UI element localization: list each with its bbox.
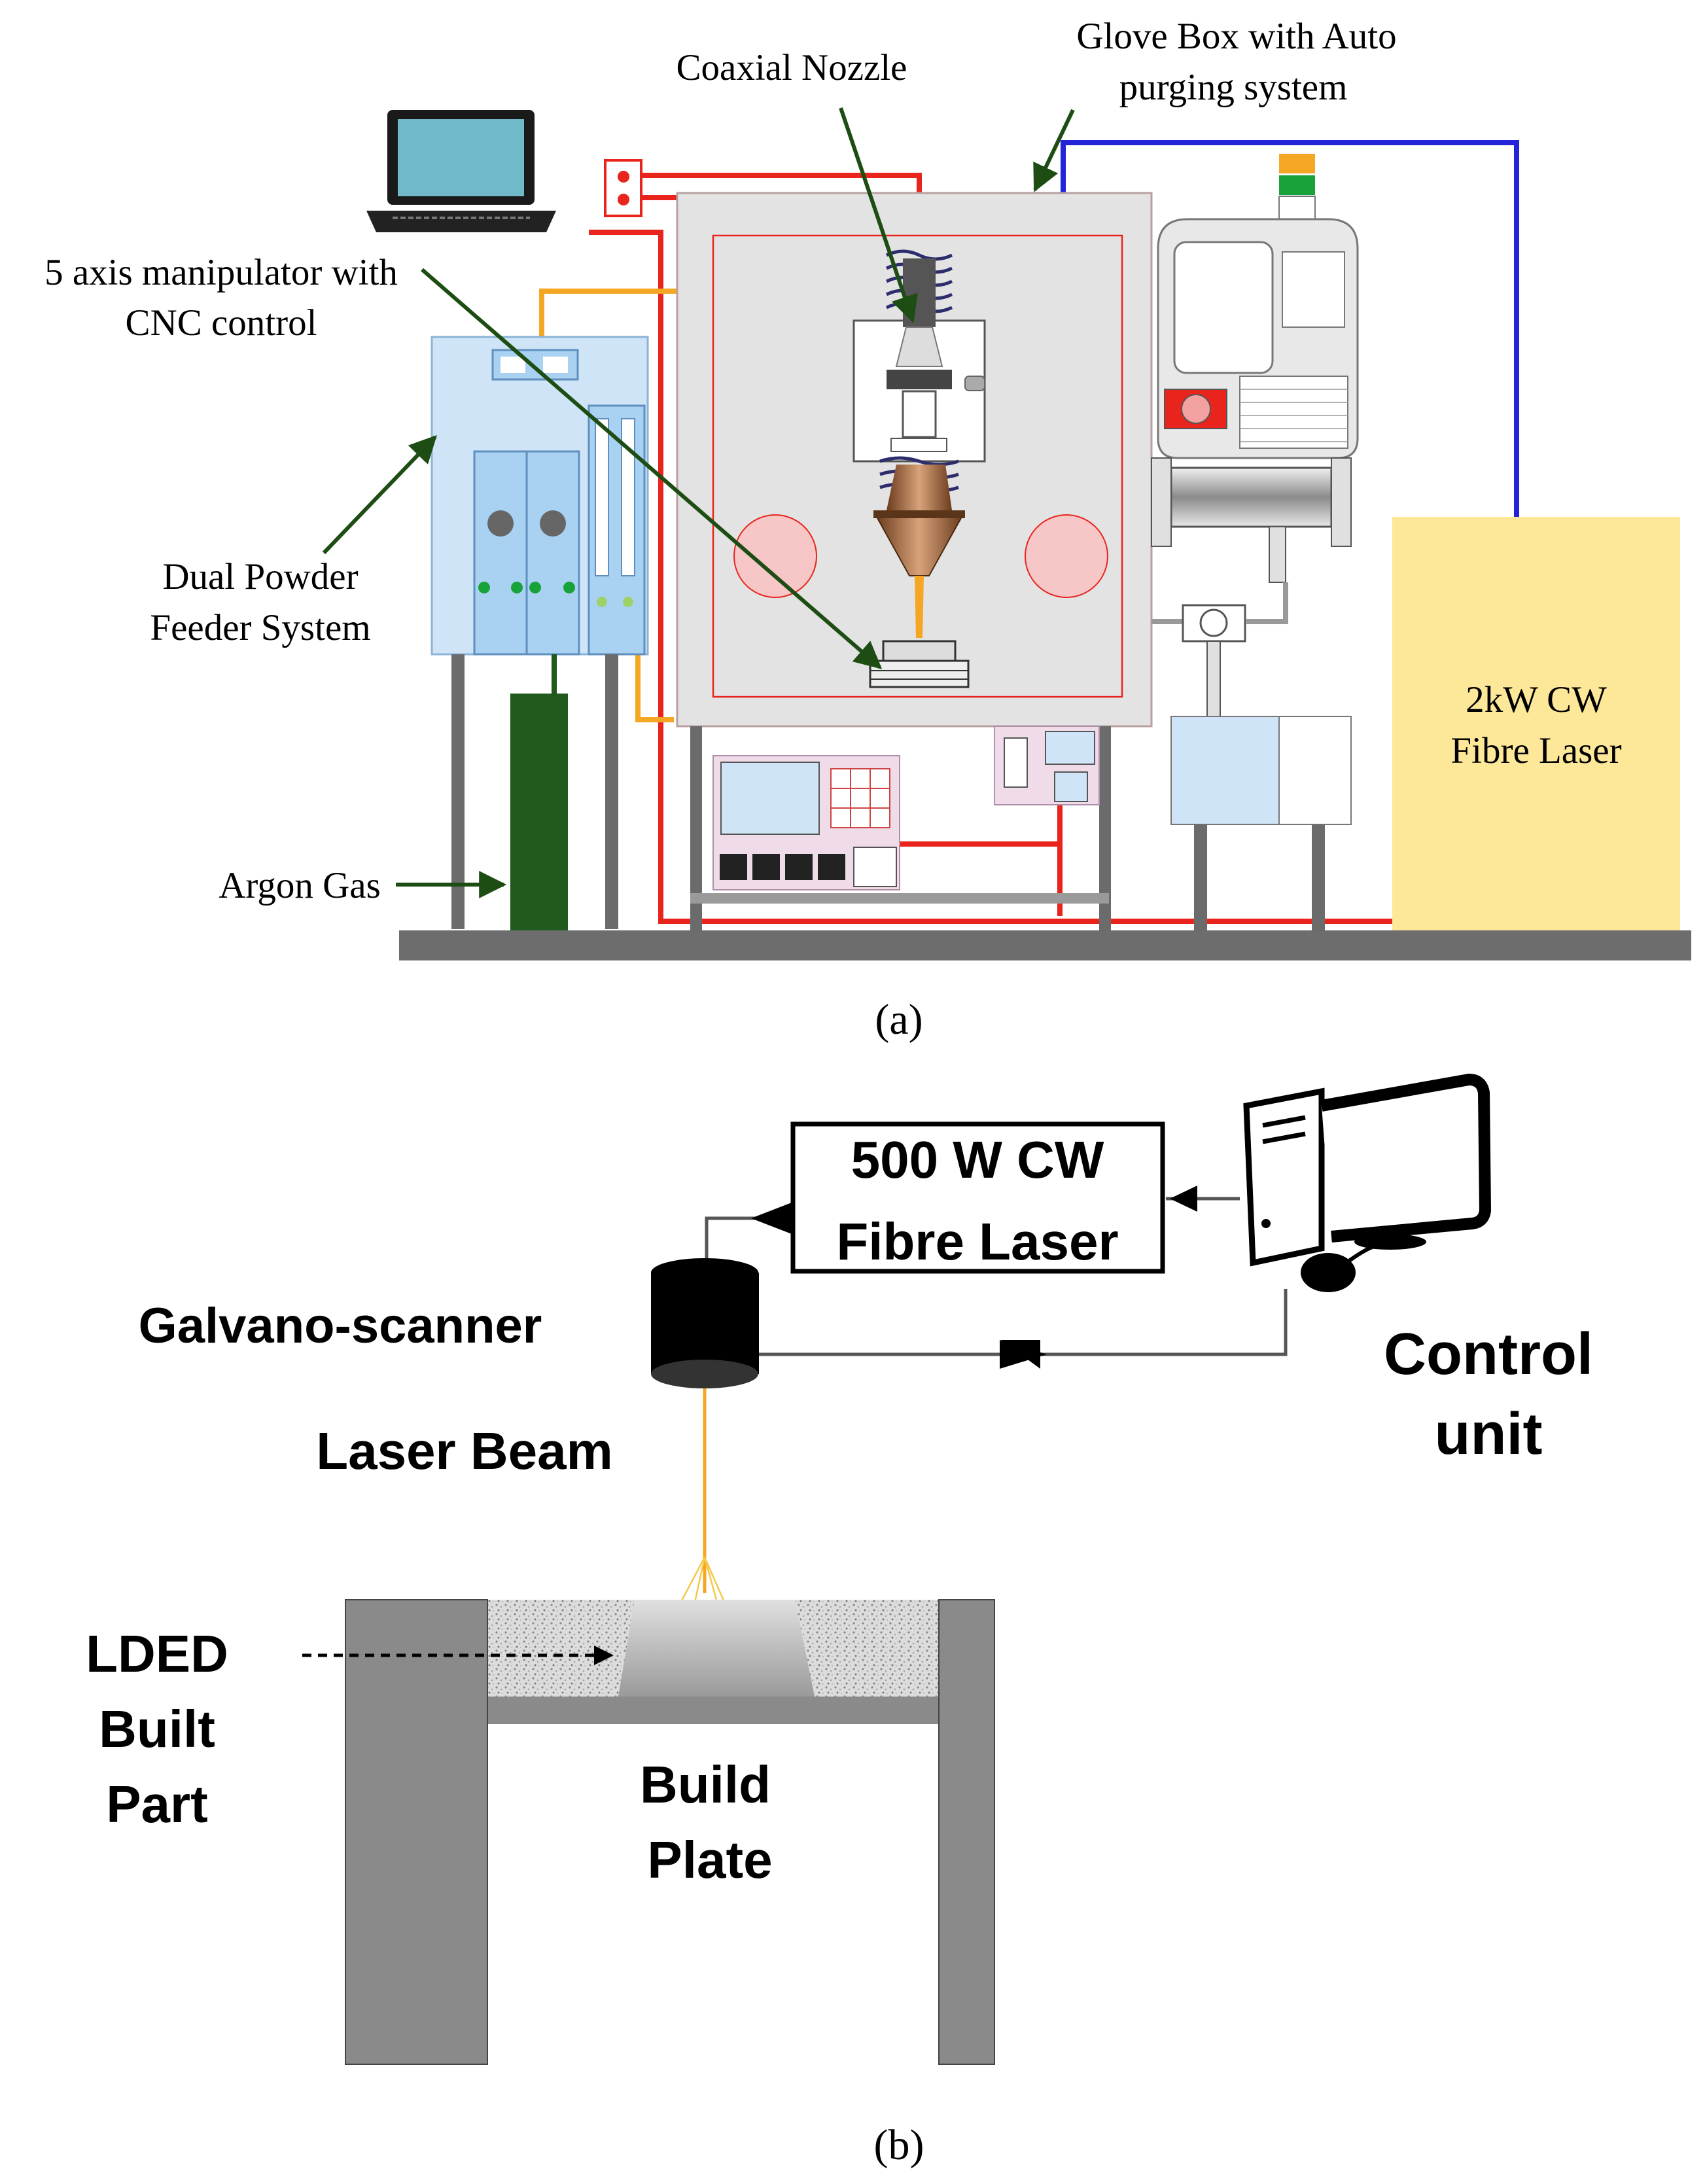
arrow-scanner-line: [1000, 1340, 1047, 1369]
orange-wire-lower: [635, 654, 674, 722]
panel-label-a: (a): [875, 996, 923, 1044]
label-laser-500w-2: Fibre Laser: [836, 1212, 1118, 1271]
label-lded-2: Built: [99, 1700, 215, 1758]
label-build-plate-1: Build: [640, 1755, 771, 1814]
arrow-manipulator: [421, 268, 883, 669]
panel-a: Coaxial Nozzle Glove Box with Auto purgi…: [44, 16, 1691, 1044]
glove-port-left: [733, 514, 817, 598]
powder-feeder: [431, 336, 649, 929]
label-glove-box-2: purging system: [1119, 67, 1348, 108]
panel-label-b: (b): [874, 2121, 924, 2169]
label-control-unit-1: Control: [1384, 1322, 1593, 1387]
laptop-icon: [366, 110, 556, 232]
label-fibre-laser-2kw-2: Fibre Laser: [1450, 730, 1621, 771]
label-galvano-scanner: Galvano-scanner: [139, 1298, 542, 1354]
arrow-coaxial-nozzle: [839, 107, 918, 323]
label-laser-beam: Laser Beam: [316, 1422, 613, 1480]
label-glove-box-1: Glove Box with Auto: [1076, 16, 1396, 57]
label-manipulator-1: 5 axis manipulator with: [44, 252, 398, 293]
label-powder-feeder-2: Feeder System: [150, 607, 370, 648]
lded-built-part: [618, 1600, 815, 1697]
fibre-laser-500w-box: [790, 1121, 1165, 1274]
argon-gas-cylinder: [510, 654, 568, 930]
base-platform: [399, 930, 1691, 960]
label-lded-3: Part: [106, 1775, 208, 1833]
galvano-scanner-cylinder: [651, 1258, 759, 1388]
label-lded-1: LDED: [86, 1625, 228, 1683]
label-powder-feeder-1: Dual Powder: [162, 556, 358, 597]
pointer-arrows: [322, 107, 1075, 898]
label-fibre-laser-2kw-1: 2kW CW: [1466, 679, 1607, 720]
label-argon-gas: Argon Gas: [219, 865, 381, 906]
workpiece-stage: [869, 640, 970, 688]
control-electronics: [712, 726, 1100, 890]
fibre-laser-2kw-box: [1392, 517, 1680, 930]
label-control-unit-2: unit: [1435, 1401, 1543, 1467]
coaxial-nozzle: [852, 249, 986, 638]
label-laser-500w-1: 500 W CW: [851, 1131, 1104, 1189]
arrow-computer-to-laser: [1170, 1186, 1197, 1212]
arrow-laser-to-scanner: [751, 1203, 792, 1234]
arrow-glove-box: [1033, 109, 1075, 192]
label-coaxial-nozzle: Coaxial Nozzle: [677, 47, 907, 88]
glove-port-right: [1025, 514, 1108, 598]
label-build-plate-2: Plate: [647, 1831, 772, 1889]
laser-beam: [679, 1388, 728, 1609]
build-plate: [487, 1697, 939, 1724]
arrow-powder-feeder: [322, 434, 437, 555]
label-manipulator-2: CNC control: [126, 302, 317, 343]
computer-icon: [1243, 1073, 1492, 1292]
build-chamber: [302, 1599, 995, 2065]
switch-box-icon: [604, 159, 642, 217]
cnc-controller: [1151, 154, 1359, 930]
panel-b: 500 W CW Fibre Laser Galvano-scanner Con…: [86, 1073, 1593, 2169]
red-wire-floor: [589, 230, 1392, 924]
